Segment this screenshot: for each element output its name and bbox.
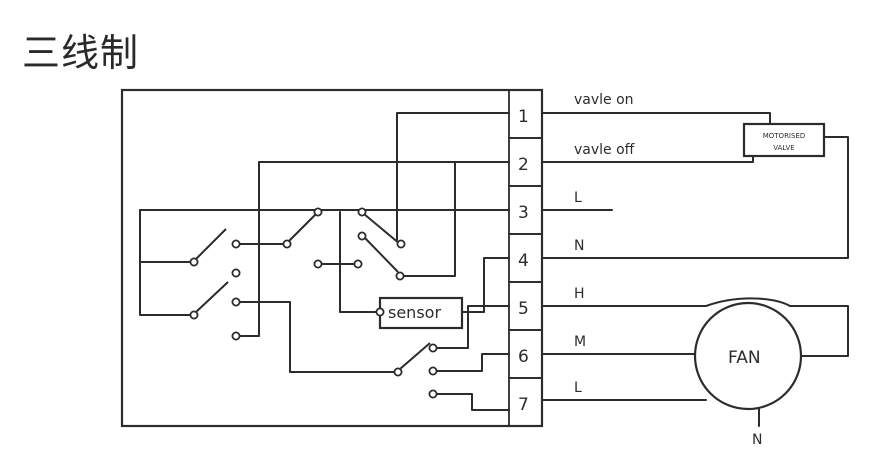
terminal-number: 2 bbox=[518, 155, 529, 175]
line-label-n: N bbox=[574, 238, 584, 254]
terminal-7 bbox=[508, 377, 543, 427]
sensor-label: sensor bbox=[388, 303, 441, 322]
terminal-number: 5 bbox=[518, 299, 529, 319]
fan-label: FAN bbox=[728, 348, 761, 368]
line-label-low: L bbox=[574, 380, 582, 396]
thermostat-enclosure bbox=[120, 88, 544, 428]
valve-label-line1: MOTORISED bbox=[763, 132, 806, 140]
line-label-valve-off: vavle off bbox=[574, 142, 635, 158]
motorised-valve: MOTORISED VALVE bbox=[742, 122, 826, 158]
line-label-valve-on: vavle on bbox=[574, 92, 634, 108]
line-label-l: L bbox=[574, 190, 582, 206]
terminal-number: 4 bbox=[518, 251, 529, 271]
terminal-number: 7 bbox=[518, 395, 529, 415]
terminal-number: 6 bbox=[518, 347, 529, 367]
internal-wiring bbox=[139, 112, 510, 411]
terminal-number: 1 bbox=[518, 107, 529, 127]
line-label-h: H bbox=[574, 286, 585, 302]
fan: FAN N bbox=[693, 297, 849, 448]
valve-label-line2: VALVE bbox=[773, 144, 794, 152]
line-label-m: M bbox=[574, 334, 586, 350]
sensor-box: sensor bbox=[375, 296, 464, 330]
page-title: 三线制 bbox=[22, 31, 140, 75]
external-wiring bbox=[541, 112, 849, 427]
fan-neutral-label: N bbox=[752, 432, 762, 448]
terminal-number: 3 bbox=[518, 203, 529, 223]
